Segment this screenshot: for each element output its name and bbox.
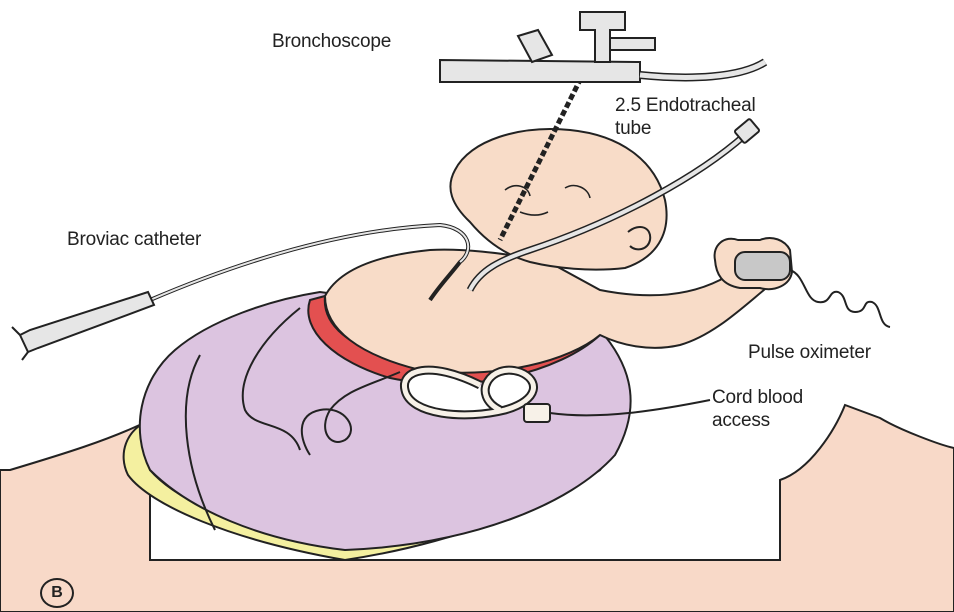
bronchoscope-side-port (610, 38, 655, 50)
cord-blood-access-clamp (524, 404, 550, 422)
cord-blood-access-label: Cord blood access (712, 386, 803, 432)
bronchoscope-valve (518, 30, 552, 62)
panel-label-badge: B (40, 578, 74, 608)
broviac-catheter-label: Broviac catheter (67, 228, 201, 251)
cord-blood-access-label-line2: access (712, 409, 803, 432)
infant-body (325, 250, 770, 373)
bronchoscope-body (440, 60, 640, 82)
endotracheal-tube-label-line2: tube (615, 117, 755, 140)
pulse-oximeter-probe (735, 252, 790, 280)
pulse-oximeter-cable (790, 270, 890, 327)
bronchoscope-light-cable-inner (640, 62, 765, 77)
cord-blood-access-label-line1: Cord blood (712, 386, 803, 409)
syringe (20, 292, 154, 352)
endotracheal-tube-label: 2.5 Endotracheal tube (615, 94, 755, 140)
endotracheal-tube-label-line1: 2.5 Endotracheal (615, 94, 755, 117)
bronchoscope-label: Bronchoscope (272, 30, 391, 53)
pulse-oximeter-label: Pulse oximeter (748, 341, 871, 364)
